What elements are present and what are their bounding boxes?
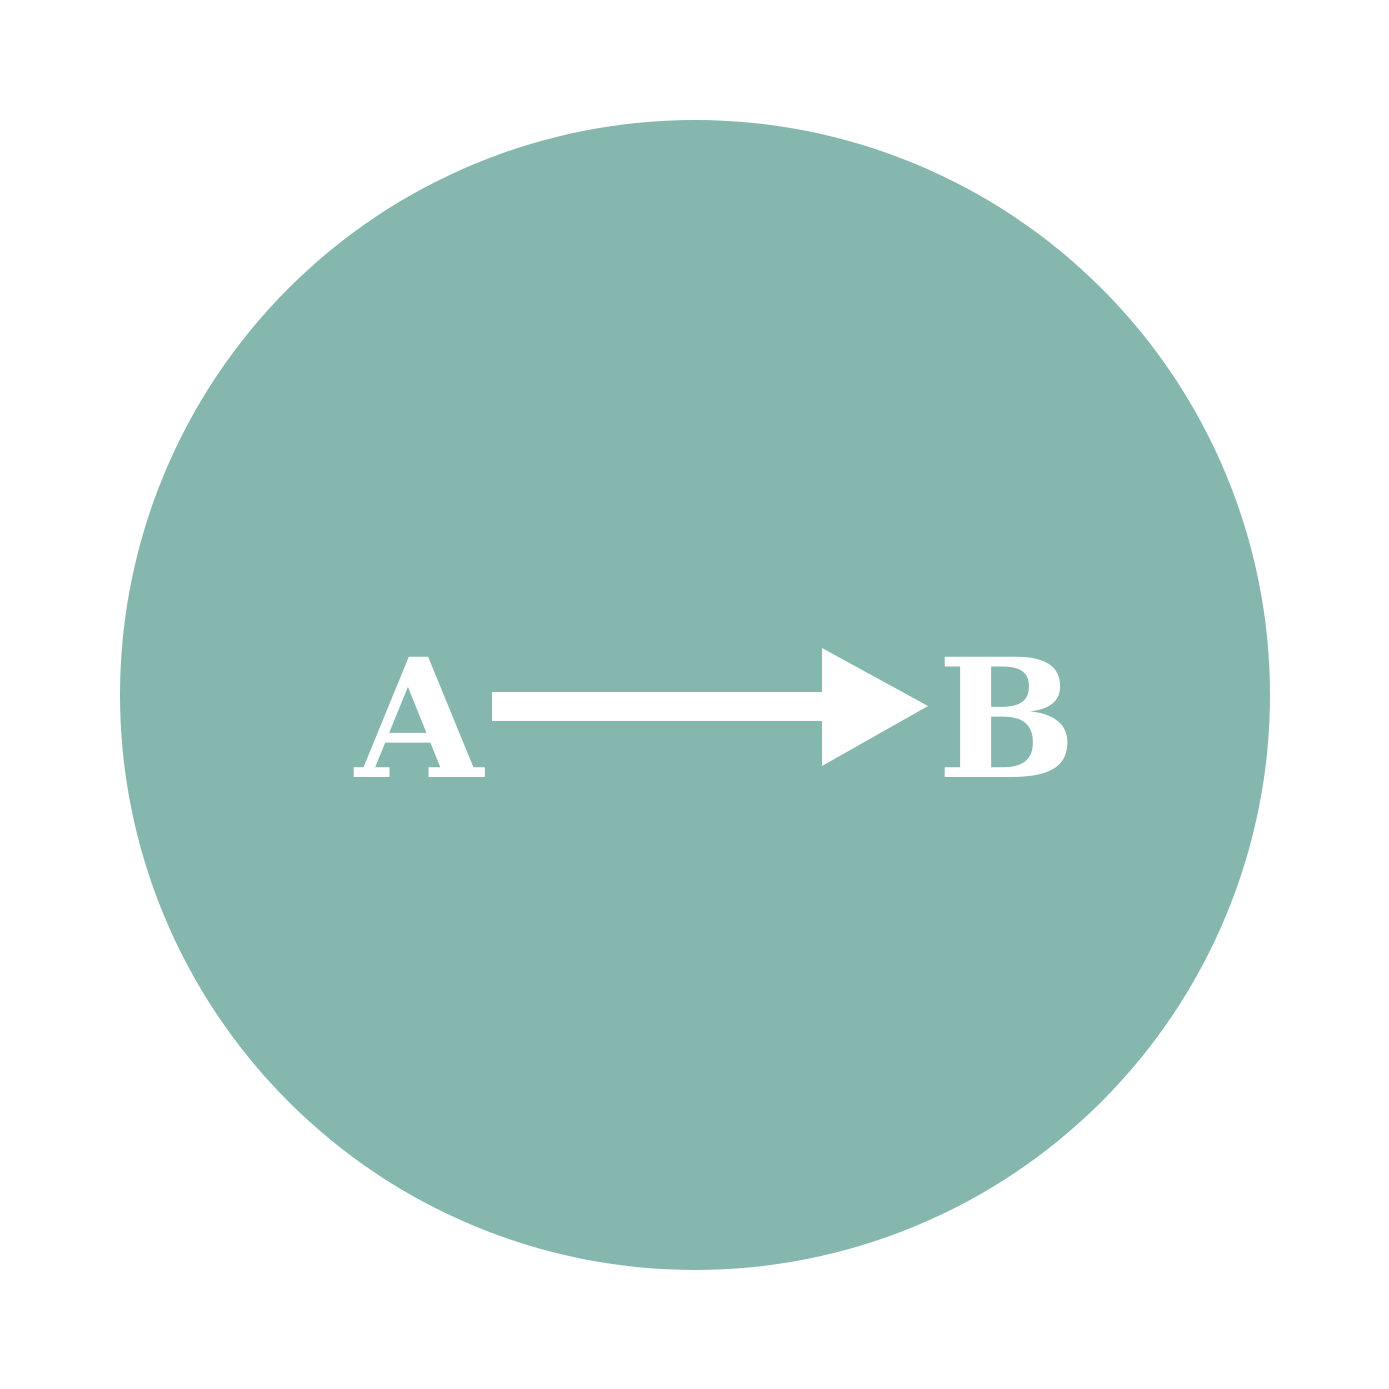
arrow-right-icon [492, 648, 928, 766]
label-a: A [355, 622, 484, 816]
label-b: B [937, 622, 1077, 816]
